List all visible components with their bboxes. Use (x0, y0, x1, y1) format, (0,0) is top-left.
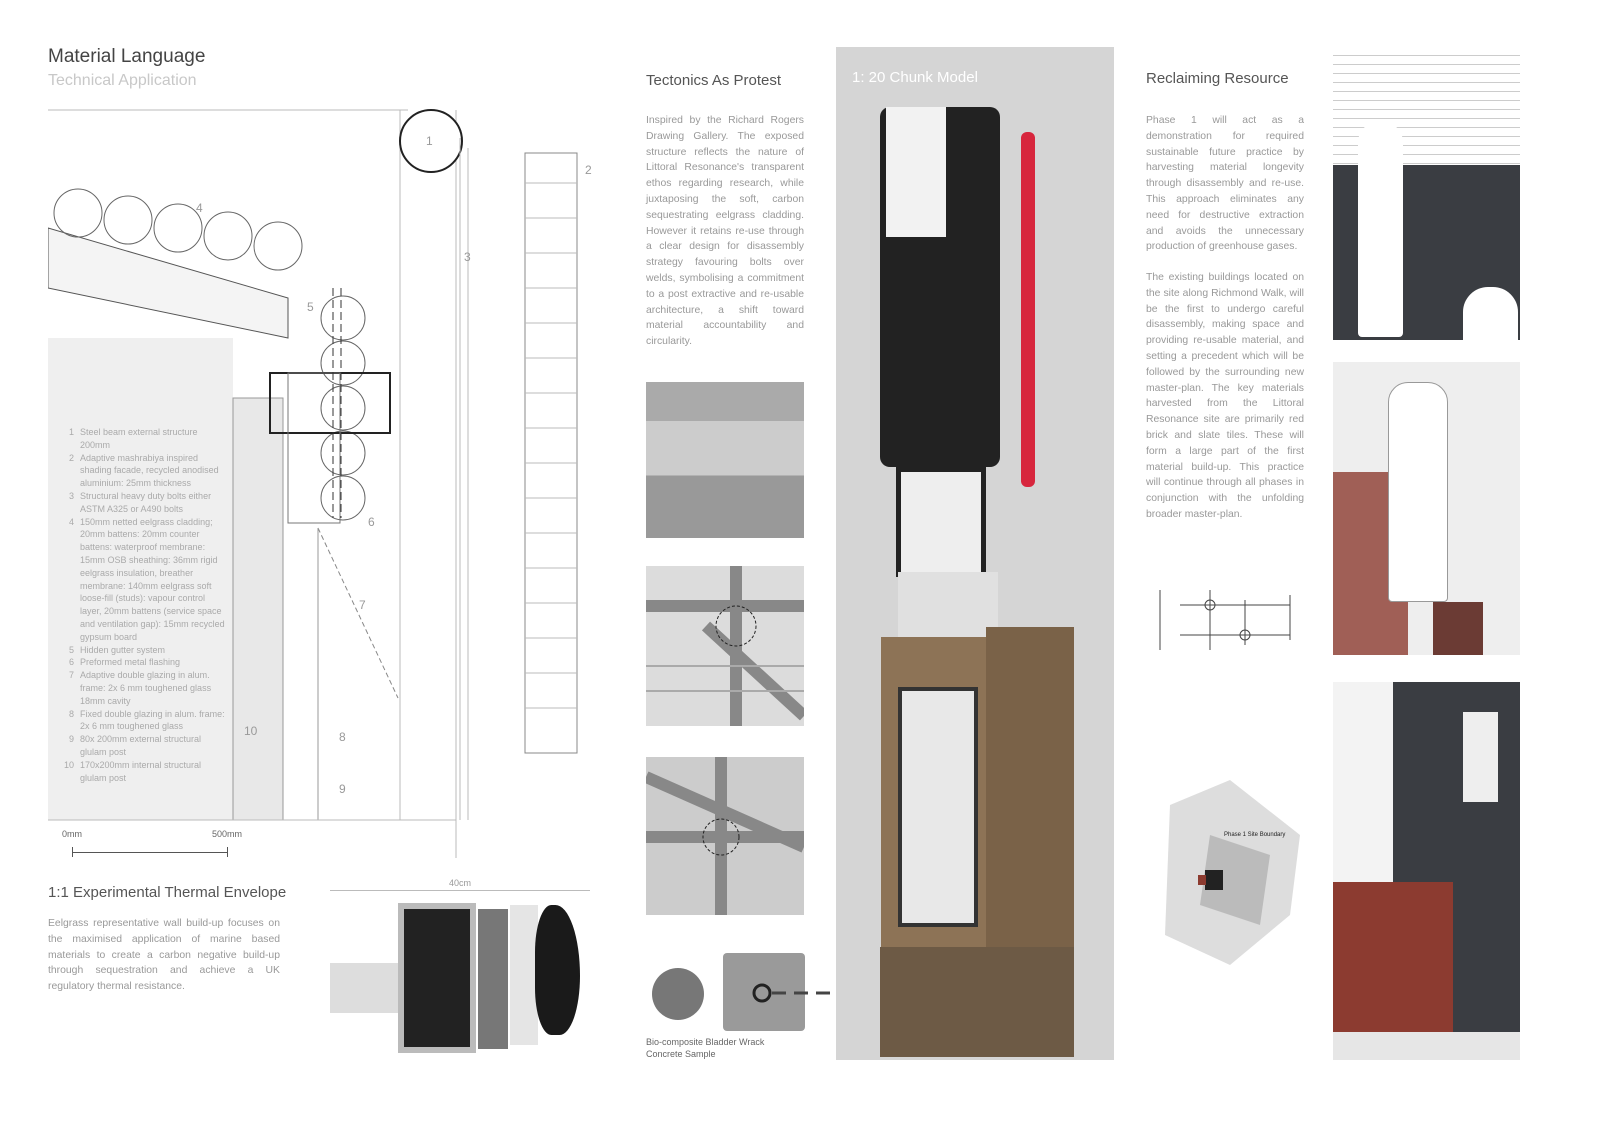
callout-3: 3 (464, 250, 471, 264)
chunk-model-photo: 1: 20 Chunk Model (836, 47, 1114, 1060)
callout-1: 1 (426, 134, 433, 148)
slate-harvest-photo (1333, 47, 1520, 340)
reclaiming-text-1: Phase 1 will act as a demonstration for … (1146, 115, 1304, 253)
scale-start: 0mm (62, 829, 82, 839)
thermal-envelope-photo (330, 895, 590, 1055)
chunk-model-title: 1: 20 Chunk Model (852, 69, 978, 86)
reclaiming-title: Reclaiming Resource (1146, 70, 1289, 87)
callout-5: 5 (307, 300, 314, 314)
section-drawing (48, 109, 578, 858)
sample-caption: Bio-composite Bladder Wrack Concrete Sam… (646, 1037, 765, 1059)
callout-9: 9 (339, 782, 346, 796)
callout-10: 10 (244, 724, 258, 738)
callout-4: 4 (196, 201, 203, 215)
callout-8: 8 (339, 730, 346, 744)
brick-harvest-photo (1333, 362, 1520, 655)
scale-end: 500mm (212, 829, 243, 839)
envelope-title: 1:1 Experimental Thermal Envelope (48, 884, 287, 901)
existing-building-photo (1333, 682, 1520, 1060)
joint-render-2 (643, 757, 807, 915)
page-title: Material Language (48, 46, 206, 67)
site-boundary-label: Phase 1 Site Boundary (1224, 832, 1286, 838)
red-steel-column (1021, 132, 1035, 487)
disassembly-sketch (1159, 590, 1291, 650)
tectonics-description: Inspired by the Richard Rogers Drawing G… (646, 115, 804, 348)
page-subtitle: Technical Application (48, 72, 197, 89)
callout-6: 6 (368, 515, 375, 529)
envelope-description: Eelgrass representative wall build-up fo… (48, 918, 280, 993)
joint-render-1 (646, 566, 809, 726)
scale-bar: 0mm 500mm (62, 829, 242, 859)
header: Material Language Technical Application (48, 46, 205, 90)
reclaiming-text-2: The existing buildings located on the si… (1146, 272, 1304, 520)
dimension-40cm: 40cm (330, 878, 590, 891)
gallery-structure-render (646, 382, 804, 538)
seaweed-sample (652, 968, 704, 1020)
callout-2: 2 (585, 163, 592, 177)
concrete-sample-photo (723, 953, 805, 1031)
tectonics-title: Tectonics As Protest (646, 72, 782, 89)
callout-7: 7 (359, 598, 366, 612)
site-map: Phase 1 Site Boundary (1150, 775, 1305, 970)
